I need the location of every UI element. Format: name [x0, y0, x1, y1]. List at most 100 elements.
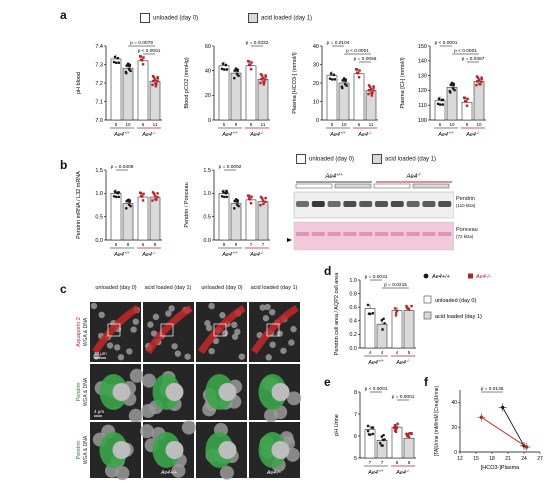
y-tick-label: 120	[418, 88, 427, 94]
n-label: 6	[142, 122, 145, 127]
n-label: 9	[235, 242, 238, 247]
p-value-label: p < 0.0001	[365, 386, 388, 392]
data-point	[125, 64, 128, 67]
data-point	[371, 426, 375, 429]
data-point	[395, 428, 398, 431]
data-point	[151, 74, 155, 78]
bar	[218, 65, 230, 121]
data-point	[408, 432, 411, 435]
n-label: 8	[127, 242, 130, 247]
nucleus	[208, 302, 215, 310]
data-point	[261, 76, 265, 80]
p-value-label: p < 0.0001	[346, 48, 369, 54]
panel-label-a: a	[60, 8, 67, 22]
inset-box	[160, 323, 174, 337]
data-point	[369, 87, 373, 91]
x-tick-label: 15	[473, 456, 479, 462]
data-point	[114, 195, 118, 199]
data-point	[366, 303, 370, 307]
data-point	[366, 424, 370, 428]
ponceau-band	[390, 232, 404, 236]
genotype-label-wt: Ae4+/+	[113, 130, 130, 138]
n-label: 9	[235, 122, 238, 127]
aquaporin-stain	[92, 305, 140, 354]
pendrin-band	[390, 201, 404, 207]
y-tick-label: 20	[205, 93, 211, 99]
y-tick-label: 0.0	[95, 238, 103, 244]
n-label: 7	[250, 242, 253, 247]
p-value-label: p = 0.0322	[246, 40, 269, 46]
data-point	[372, 85, 375, 88]
panel-label-e: e	[324, 375, 331, 389]
data-point	[222, 68, 226, 71]
nucleus	[290, 325, 297, 333]
data-point	[395, 309, 399, 312]
aquaporin-stain	[198, 305, 246, 354]
nucleus-large	[218, 383, 237, 401]
genotype-label-ko: Ae4-/-	[141, 130, 156, 138]
data-point	[370, 94, 374, 97]
bar	[473, 81, 485, 121]
blot-legend-acid: acid loaded (day 1)	[372, 154, 436, 164]
y-tick-label: 0.4	[349, 319, 357, 325]
data-point	[436, 102, 440, 106]
data-point	[396, 422, 399, 425]
data-point	[220, 194, 224, 198]
data-point	[393, 425, 397, 429]
data-point	[152, 79, 155, 83]
data-point	[259, 73, 263, 76]
y-tick-label: 110	[418, 103, 427, 109]
y-tick-label: 1.5	[95, 168, 103, 174]
data-point	[355, 71, 359, 74]
y-tick-label: 7	[354, 412, 357, 418]
data-point	[249, 201, 253, 205]
data-point	[264, 78, 267, 81]
nucleus	[234, 328, 241, 336]
data-point	[114, 191, 117, 194]
y-tick-label: 1.5	[203, 168, 211, 174]
pendrin-band	[359, 201, 373, 207]
blot-legend-swatch-acid	[372, 154, 382, 164]
data-point	[367, 84, 371, 87]
nucleus	[168, 305, 175, 312]
data-point	[247, 63, 251, 66]
data-point	[156, 77, 159, 80]
n-label: 5	[408, 350, 411, 355]
data-point	[112, 194, 116, 198]
y-tick-label: 40	[313, 44, 319, 50]
x-tick-label: 24	[521, 456, 527, 462]
data-point	[371, 91, 374, 95]
data-point	[127, 68, 131, 71]
nucleus	[171, 463, 186, 478]
y-tick-label: 6	[354, 434, 357, 440]
blot-pendrin-kda: (110 kDa)	[456, 203, 476, 208]
lane-header-box	[412, 183, 450, 189]
data-point	[233, 69, 236, 72]
data-point	[246, 59, 250, 63]
genotype-label-ko: Ae4-/-	[395, 468, 410, 476]
blot-genotype-wt: Ae4+/+	[324, 172, 343, 180]
pendrin-band	[327, 201, 341, 207]
scale-label-2: 4 μm	[94, 409, 104, 414]
data-point	[501, 405, 505, 409]
data-point	[525, 445, 529, 449]
data-point	[116, 56, 120, 60]
data-point	[393, 429, 397, 432]
data-point	[448, 89, 452, 93]
panel-label-b: b	[60, 158, 68, 172]
nucleus	[221, 329, 229, 337]
y-tick-label: 40	[205, 68, 211, 74]
data-point	[261, 199, 265, 202]
nucleus-large	[271, 383, 290, 401]
data-point	[250, 61, 253, 64]
data-point	[264, 75, 267, 78]
data-point	[138, 191, 142, 194]
nucleus	[130, 326, 137, 333]
data-point	[450, 81, 454, 85]
y-tick-label: 100	[418, 118, 427, 124]
data-point	[475, 84, 478, 87]
y-tick-label: 1.0	[349, 278, 357, 284]
